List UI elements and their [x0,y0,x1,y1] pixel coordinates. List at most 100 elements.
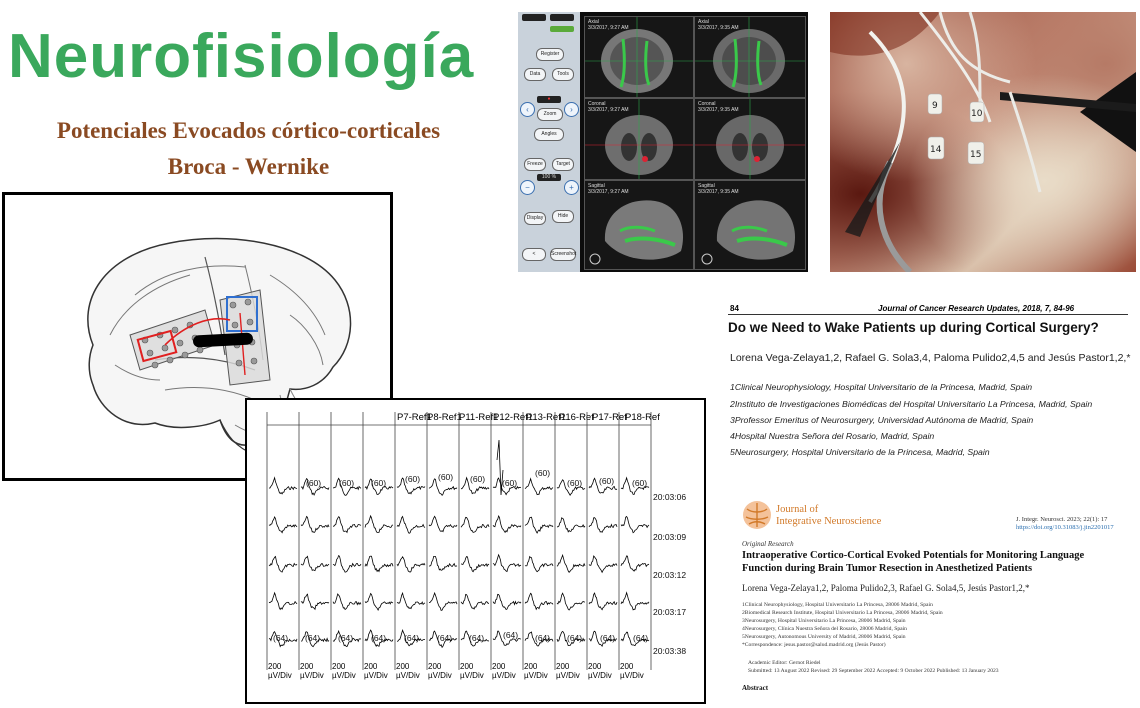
lead-label: P7-Ref1 [397,412,432,423]
eeg-trace [268,631,298,648]
electrode-tag: 15 [970,150,981,160]
register-button[interactable]: Register [536,48,564,61]
electrode-tag: 9 [932,101,938,111]
electrode-tag: 10 [971,109,983,119]
eeg-trace [300,477,330,496]
eeg-trace [620,555,650,572]
latency-label: (60) [599,476,615,486]
chevron-left-icon[interactable]: ‹ [520,102,535,117]
eeg-trace [300,593,330,611]
eeg-trace [524,477,554,496]
latency-label: (64) [567,633,583,643]
surgery-photo: 10 9 14 15 [830,12,1136,272]
publication-dates: Submitted: 13 August 2022 Revised: 29 Se… [748,668,999,674]
latency-label: (64) [437,633,453,643]
eeg-trace [460,593,489,610]
eeg-trace [556,479,586,496]
eeg-trace [556,630,586,646]
eeg-trace [364,555,394,573]
eeg-trace [492,630,522,646]
eeg-trace [588,630,618,648]
eeg-trace [300,515,330,534]
chevron-right-icon[interactable]: › [564,102,579,117]
latency-label: (64) [535,633,551,643]
eeg-waveforms [266,412,652,670]
paper-1: 84 Journal of Cancer Research Updates, 2… [718,298,1136,468]
paper-title: Intraoperative Cortico-Cortical Evoked P… [742,550,1085,574]
eeg-trace [460,630,490,647]
eeg-trace [524,592,554,611]
display-button[interactable]: Display [524,212,546,225]
eeg-trace [396,628,425,647]
timestamp: 20:03:38 [653,646,687,656]
article-type: Original Research [742,540,794,548]
latency-label: (64) [503,630,519,640]
target-button[interactable]: Target [552,158,574,171]
affiliation: 3Neurosurgery, Hospital Universitario La… [742,618,906,624]
timestamp: 20:03:06 [653,492,687,502]
latency-label: (60) [339,478,355,488]
latency-label: (60) [371,478,387,488]
freeze-button[interactable]: Freeze [524,158,546,171]
paper-title: Do we Need to Wake Patients up during Co… [728,320,1099,335]
hide-button[interactable]: Hide [552,210,574,223]
latency-label: (60) [632,478,648,488]
latency-label: (64) [469,633,485,643]
eeg-trace [396,477,426,495]
brain-illustration [87,237,352,456]
timestamp: 20:03:17 [653,607,687,617]
eeg-trace [461,476,490,495]
subtitle-line-1: Potenciales Evocados córtico-corticales [56,118,441,143]
electrode-tag: 14 [930,145,942,155]
eeg-trace [460,516,490,533]
latency-label: (64) [338,633,354,643]
eeg-trace [460,555,490,573]
tools-button[interactable]: Tools [552,68,574,81]
latency-label: (64) [371,633,387,643]
eeg-trace [364,478,394,495]
zoom-in-icon[interactable]: + [564,180,579,195]
eeg-trace [396,556,426,573]
eeg-trace [557,517,586,533]
eeg-traces-panel: P7-Ref1 P8-Ref1 P11-Ref1 P12-Ref1 P13-Re… [245,398,706,704]
latency-label: (60) [470,474,486,484]
eeg-trace [268,516,298,534]
eeg-trace [588,477,618,494]
eeg-trace [332,477,362,496]
zoom-button[interactable]: Zoom [537,108,563,121]
back-button[interactable]: < [522,248,546,261]
eeg-trace [492,593,522,611]
eeg-trace [620,631,650,647]
correspondence: *Correspondence: jesus.pastor@salud.madr… [742,642,886,648]
eeg-trace [588,555,618,574]
affiliation: 4Neurosurgery, Clínica Nuestra Señora de… [742,626,907,632]
latency-label: (60) [502,478,518,488]
lead-label: P17-Ref [592,412,627,423]
angles-button[interactable]: Angles [534,128,564,141]
data-button[interactable]: Data [524,68,546,81]
lead-label: P11-Ref1 [459,412,499,423]
eeg-trace [429,591,458,611]
eeg-trace [588,592,618,611]
eeg-trace [524,516,554,534]
screenshot-button[interactable]: Screenshot [550,248,576,261]
affiliation: 4Hospital Nuestra Señora del Rosario, Ma… [730,431,935,441]
navigation-toolbar: Register Data Tools ‹ ● Zoom › Angles Fr… [518,12,580,272]
zoom-level: 100 % [537,174,561,181]
page-number: 84 [730,304,739,313]
zoom-out-icon[interactable]: − [520,180,535,195]
